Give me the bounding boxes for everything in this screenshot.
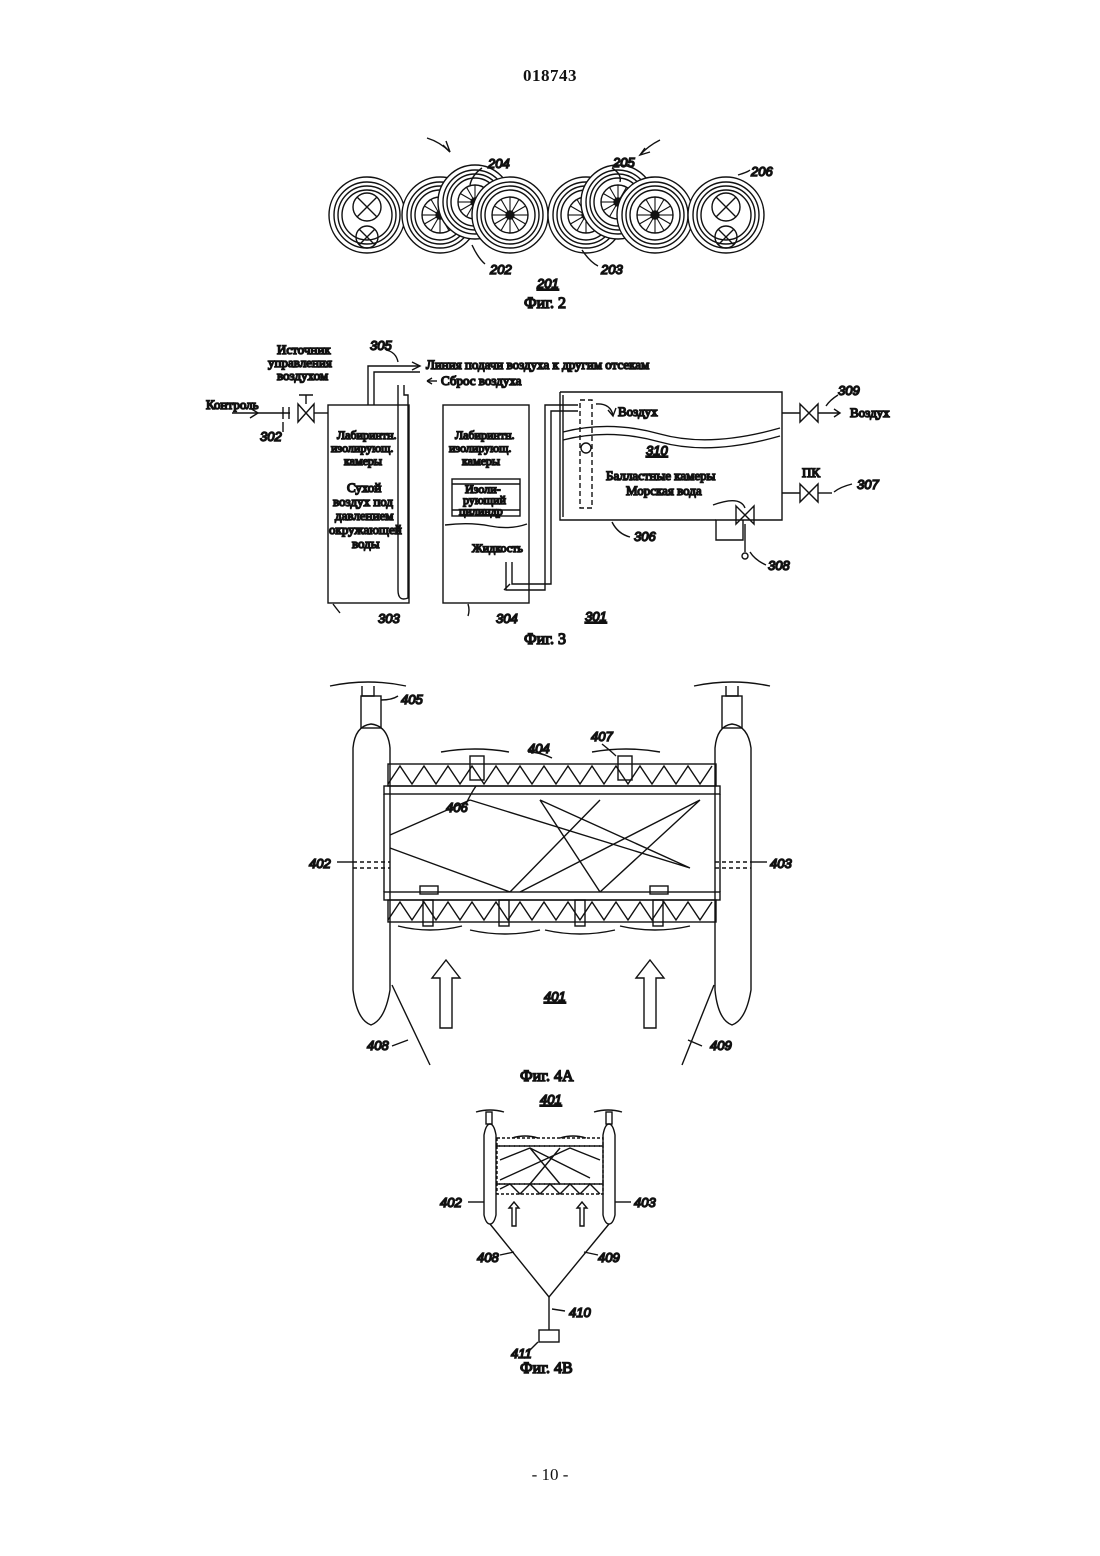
fig3-ref-305: 305 (370, 338, 392, 353)
fig4b-ref-401: 401 (540, 1092, 562, 1107)
label-seawater: Морская вода (626, 483, 702, 498)
fig3-ref-308: 308 (768, 558, 790, 573)
fig3-ref-302: 302 (260, 429, 282, 444)
label-liquid: Жидкость (472, 541, 523, 555)
level-sensor (580, 400, 592, 508)
fig4b-ref-411: 411 (511, 1346, 532, 1361)
fig4a-drawing: 405 404 407 406 402 403 401 408 409 Фиг.… (309, 682, 792, 1085)
fig4a-ref-403: 403 (770, 856, 792, 871)
tank1-label-4: Сухой (347, 480, 381, 495)
fig4a-ref-402: 402 (309, 856, 331, 871)
valve-307 (800, 484, 818, 502)
fig2-ref-202: 202 (489, 262, 512, 277)
cyl-label-3: цилиндр (459, 504, 503, 518)
fig3-caption: Фиг. 3 (524, 631, 566, 648)
fig3-ref-306: 306 (634, 529, 656, 544)
fig4b-ref-402: 402 (440, 1195, 462, 1210)
fig4a-ref-406: 406 (446, 800, 468, 815)
tank1-label-6: давлением (335, 508, 394, 523)
fig3-ref-304: 304 (496, 611, 518, 626)
fig4b-ref-408: 408 (477, 1250, 499, 1265)
label-control: Контроль (206, 397, 259, 412)
fig2-ref-204: 204 (487, 156, 510, 171)
fig4a-caption: Фиг. 4А (520, 1068, 574, 1085)
turbine-rotor (329, 177, 405, 253)
label-air-release: Сброс воздуха (441, 373, 522, 388)
turbine-rotor (617, 177, 693, 253)
air-control-valve (298, 404, 314, 422)
lift-arrow-left (432, 960, 460, 1028)
tank1-label-8: воды (352, 536, 380, 551)
fig4a-ref-405: 405 (401, 692, 423, 707)
tank1-label-5: воздух под (333, 494, 393, 509)
anchor-411 (539, 1330, 559, 1342)
tank2-label-1: Лабиринтн. (455, 428, 515, 442)
fig2-caption: Фиг. 2 (524, 295, 566, 312)
tank1-label-1: Лабиринтн. (337, 428, 397, 442)
valve-308 (736, 506, 754, 524)
fig4a-ref-409: 409 (710, 1038, 732, 1053)
label-supply-line: Линия подачи воздуха к другим отсекам (426, 357, 649, 372)
fig2-turbine-array (329, 165, 764, 253)
fig3-ref-307: 307 (857, 477, 879, 492)
tank2-label-3: камеры (462, 454, 500, 468)
turbine-rotor (688, 177, 764, 253)
tank1-label-7: окружающей (329, 522, 402, 537)
label-air-out: Воздух (850, 405, 890, 420)
fig4a-ref-407: 407 (591, 729, 613, 744)
fig4b-ref-410: 410 (569, 1305, 591, 1320)
valve-309 (800, 404, 818, 422)
fig4b-drawing: 401 402 403 408 409 410 411 Фиг. 4В (440, 1092, 656, 1377)
tank1-label-3: камеры (344, 454, 382, 468)
turbine-rotor (472, 177, 548, 253)
fig3-ref-310: 310 (646, 443, 668, 458)
fig3-ref-309: 309 (838, 383, 860, 398)
fig4b-ref-403: 403 (634, 1195, 656, 1210)
label-source-3: воздухом (277, 368, 328, 383)
fig4a-ref-408: 408 (367, 1038, 389, 1053)
label-pk: ПК (802, 465, 820, 480)
fig2-ref-201: 201 (536, 276, 559, 291)
label-air-in-tank: Воздух (618, 404, 658, 419)
footer-page-number: - 10 - (0, 1465, 1100, 1485)
fig3-ref-303: 303 (378, 611, 400, 626)
fig2-ref-205: 205 (612, 155, 635, 170)
label-ballast: Балластные камеры (606, 468, 716, 483)
fig3-ref-301: 301 (585, 609, 607, 624)
fig3-drawing: Источник управления воздухом Контроль 30… (206, 338, 890, 648)
tank1-label-2: изолирующ. (331, 441, 393, 455)
tank2-label-2: изолирующ. (449, 441, 511, 455)
fig2-ref-203: 203 (600, 262, 623, 277)
fig4b-ref-409: 409 (598, 1250, 620, 1265)
fig2-ref-206: 206 (750, 164, 773, 179)
lift-arrow-right (636, 960, 664, 1028)
fig2-drawing: 204 205 206 202 203 201 Фиг. 2 (329, 138, 773, 312)
fig4b-caption: Фиг. 4В (520, 1360, 573, 1377)
fig4a-ref-404: 404 (528, 741, 550, 756)
fig4a-ref-401: 401 (544, 989, 566, 1004)
